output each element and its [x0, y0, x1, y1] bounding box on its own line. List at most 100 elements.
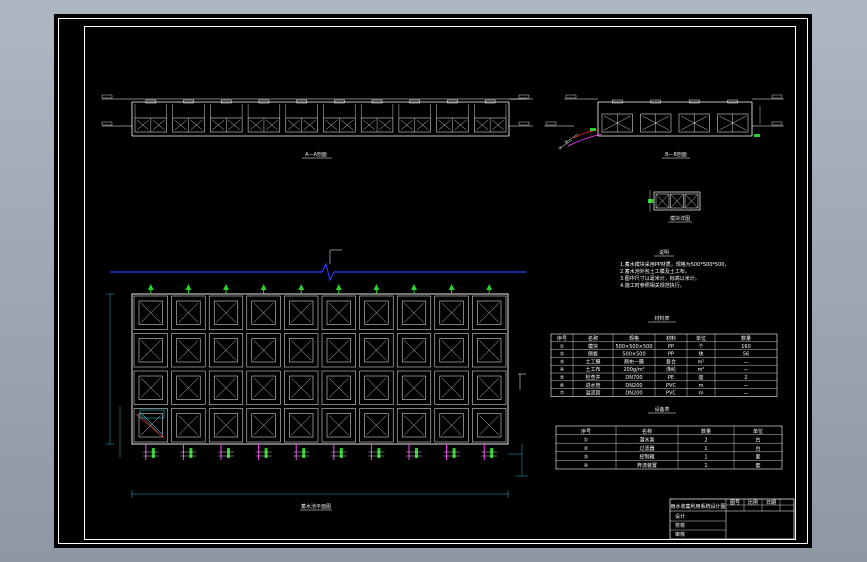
outlet-fitting: [415, 448, 418, 458]
table-cell: ②: [584, 446, 589, 452]
module-cell: [472, 295, 507, 330]
notes-block: 1.蓄水模块采用PP材质，规格为500*500*500，2.蓄水池外包土工膜及土…: [620, 261, 729, 289]
module-cell: [434, 408, 469, 443]
table-cell: m²: [698, 367, 705, 373]
elevation-tag: [545, 121, 557, 126]
outlet-fitting: [490, 448, 494, 458]
module-cell: [359, 295, 394, 330]
table-cell: 1: [704, 455, 707, 461]
table-cell: ③: [584, 455, 588, 461]
title-block-border: [669, 498, 795, 540]
table-cell: ①: [560, 344, 565, 350]
title-block-cell: 日期: [766, 500, 776, 506]
table-cell: 进水管: [585, 382, 600, 389]
module-cell: [396, 295, 432, 330]
plan-view: [106, 249, 528, 498]
module-cell: [396, 333, 432, 368]
table-cell: 套: [755, 462, 760, 469]
title-block-cell: 设计: [675, 513, 685, 520]
elevation-b-label: B—B剖面: [665, 151, 687, 158]
table-cell: 500×500: [622, 352, 645, 358]
table-cell: 块: [698, 351, 703, 358]
table-cell: 模块: [588, 343, 598, 350]
table-cell: 溢流管: [585, 390, 600, 397]
table-cell: m: [699, 383, 704, 389]
inlet-marker: [373, 284, 380, 290]
title-block-project: 雨水收集利用系统设计图: [670, 503, 725, 510]
module-cell: [208, 408, 244, 443]
outlet-fitting: [189, 448, 193, 458]
table2-title: 设备表: [654, 406, 669, 413]
table-cell: 1: [704, 463, 707, 469]
table-cell: PE: [668, 375, 674, 381]
table-cell: —: [744, 383, 749, 389]
module-cell: [284, 408, 319, 443]
table-header-cell: 名称: [642, 428, 652, 435]
table-cell: —: [744, 367, 749, 373]
outlet-fitting: [302, 448, 306, 458]
table-cell: 个: [698, 344, 703, 350]
module-cell: [246, 295, 281, 330]
module-cell: [208, 295, 244, 330]
inlet-marker: [298, 284, 305, 290]
inspection-cap: [409, 99, 420, 104]
table1-title: 材料表: [654, 315, 669, 322]
module-cell: [359, 408, 394, 443]
module-cell: [472, 370, 507, 405]
table-cell: PP: [668, 352, 674, 358]
table-cell: 56: [743, 352, 749, 358]
table-cell: ③: [560, 359, 564, 365]
module-cell: [133, 408, 168, 443]
elevation-tag: [518, 121, 530, 126]
inspection-cap: [371, 99, 383, 104]
elevation-tag: [101, 121, 113, 126]
plan-label: 蓄水池平面图: [301, 503, 331, 510]
module-cell: [284, 333, 319, 368]
table-header-cell: 数量: [741, 335, 751, 342]
inlet-marker: [147, 284, 154, 290]
module-cell: [472, 408, 507, 443]
elevation-tag: [771, 94, 783, 99]
elevation-a: [101, 94, 533, 137]
note-line: 4.施工时参照相关规范执行。: [620, 282, 685, 289]
elevation-tag: [565, 94, 577, 99]
table-header-cell: 序号: [581, 428, 591, 435]
table-cell: m: [699, 391, 704, 397]
elevation-tag: [518, 94, 530, 99]
notes-title: 说明: [659, 249, 669, 256]
inspection-cap: [258, 99, 270, 104]
table-cell: 涤纶: [666, 366, 676, 373]
pool-outline: [131, 293, 509, 445]
inspection-cap: [183, 99, 194, 104]
table-cell: 2: [704, 437, 707, 443]
outlet-fitting: [452, 448, 456, 458]
inlet-marker: [335, 284, 342, 290]
module-detail: [648, 190, 701, 212]
detail-cell: [684, 193, 699, 209]
module-cell: [246, 333, 281, 368]
inlet-marker: [260, 284, 267, 290]
table-cell: 侧板: [588, 351, 598, 358]
cad-drawing: A—A剖面 B—B剖面 模块详图 蓄水池平面图 说明 1.蓄水模块采用PP材质，…: [58, 18, 808, 544]
table-cell: 潜水泵: [639, 436, 654, 443]
module-cell: [396, 370, 432, 405]
title-block-cell: 图号: [730, 500, 740, 506]
module-cell: [171, 295, 206, 330]
detail-connector: [648, 199, 654, 203]
table-cell: 弃流装置: [637, 462, 657, 469]
inlet-fitting: [590, 128, 596, 131]
note-line: 3.图中尺寸以毫米计，标高以米计。: [620, 275, 700, 282]
table-cell: m²: [698, 359, 705, 365]
table-cell: 200g/m²: [623, 367, 644, 373]
leader-dot: [564, 140, 568, 144]
table-cell: 土工布: [585, 366, 600, 373]
module-cell: [359, 370, 394, 405]
note-line: 1.蓄水模块采用PP材质，规格为500*500*500，: [620, 261, 729, 268]
module-cell: [284, 370, 319, 405]
table-cell: 160: [741, 344, 751, 350]
table-cell: ②: [560, 352, 565, 358]
table-cell: DN200: [625, 383, 642, 389]
module-cell: [246, 370, 281, 405]
